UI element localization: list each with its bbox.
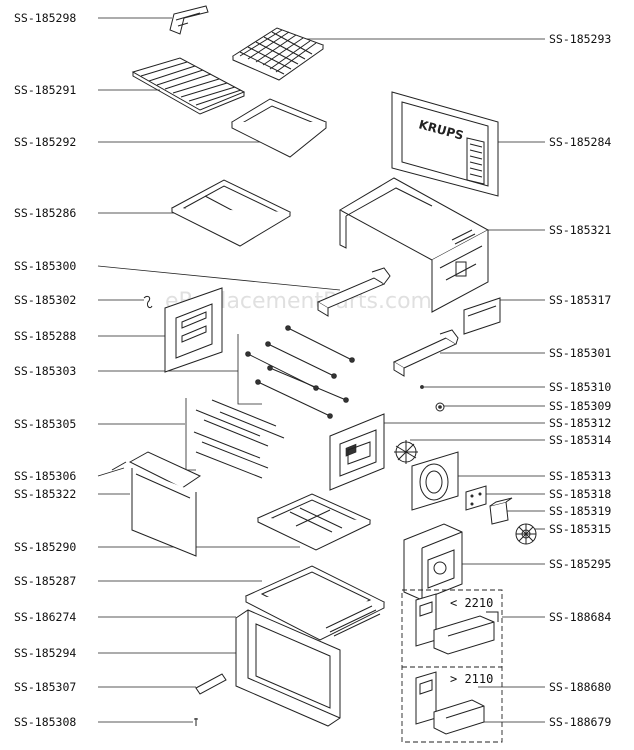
part-front-frame-185294 xyxy=(235,609,341,727)
part-label[interactable]: SS-185288 xyxy=(14,329,76,343)
part-wire-rack-185291 xyxy=(131,57,246,115)
part-label[interactable]: SS-185305 xyxy=(14,417,76,431)
part-label[interactable]: SS-188684 xyxy=(549,610,611,624)
part-relay-185318 xyxy=(465,485,487,511)
part-tray-frame-185286 xyxy=(170,179,292,247)
variant-label-lt2210: < 2210 xyxy=(450,596,493,610)
part-label[interactable]: SS-185322 xyxy=(14,487,76,501)
part-clip-185302 xyxy=(143,295,153,309)
part-label[interactable]: SS-185303 xyxy=(14,364,76,378)
part-label[interactable]: SS-185318 xyxy=(549,487,611,501)
part-label[interactable]: SS-185310 xyxy=(549,380,611,394)
variant-label-gt2110: > 2110 xyxy=(450,672,493,686)
part-heating-rods-185303 xyxy=(237,325,355,419)
part-panel-185317 xyxy=(463,297,501,335)
part-nut-185309 xyxy=(435,402,445,412)
part-label[interactable]: SS-185302 xyxy=(14,293,76,307)
part-label[interactable]: SS-185319 xyxy=(549,504,611,518)
part-switch-185319 xyxy=(489,497,513,525)
left-labels: SS-185298 SS-185291 SS-185292 SS-185286 … xyxy=(14,11,76,729)
part-label[interactable]: SS-185301 xyxy=(549,346,611,360)
part-label[interactable]: SS-185300 xyxy=(14,259,76,273)
right-labels: SS-185293 SS-185284 SS-185321 SS-185317 … xyxy=(549,32,611,729)
part-label[interactable]: SS-185321 xyxy=(549,223,611,237)
part-label[interactable]: SS-185312 xyxy=(549,416,611,430)
part-glass-strips-185305 xyxy=(185,398,285,479)
part-grill-rack-185293 xyxy=(231,27,325,81)
part-label[interactable]: SS-185284 xyxy=(549,135,611,149)
part-baking-tray-185290 xyxy=(256,493,372,551)
part-drip-tray-185292 xyxy=(230,98,327,158)
part-screw-185308 xyxy=(194,718,198,726)
part-label[interactable]: SS-185307 xyxy=(14,680,76,694)
part-housing-185321 xyxy=(338,177,490,313)
part-label[interactable]: SS-185314 xyxy=(549,433,611,447)
part-bracket-185298 xyxy=(169,5,209,35)
part-label[interactable]: SS-185313 xyxy=(549,469,611,483)
part-label[interactable]: SS-185290 xyxy=(14,540,76,554)
part-back-panel-185284: KRUPS xyxy=(391,91,499,197)
part-label[interactable]: SS-185293 xyxy=(549,32,611,46)
part-gear-185315 xyxy=(515,523,537,545)
part-label[interactable]: SS-185286 xyxy=(14,206,76,220)
part-rail-185301 xyxy=(392,329,459,377)
part-label[interactable]: SS-185309 xyxy=(549,399,611,413)
part-label[interactable]: SS-185287 xyxy=(14,574,76,588)
part-label[interactable]: SS-185317 xyxy=(549,293,611,307)
variant-box: < 2210 > 2110 xyxy=(401,589,503,743)
part-motor-185313 xyxy=(411,451,459,511)
part-screw-185310 xyxy=(420,385,424,389)
part-label[interactable]: SS-188680 xyxy=(549,680,611,694)
leader-lines-left xyxy=(97,17,341,723)
part-label[interactable]: SS-185291 xyxy=(14,83,76,97)
part-label[interactable]: SS-185306 xyxy=(14,469,76,483)
part-label[interactable]: SS-185315 xyxy=(549,522,611,536)
part-door-185322 xyxy=(128,451,202,557)
part-label[interactable]: SS-188679 xyxy=(549,715,611,729)
part-rod-185307 xyxy=(195,673,227,695)
part-side-plate-185288 xyxy=(164,287,223,373)
part-label[interactable]: SS-186274 xyxy=(14,610,76,624)
part-pin-185306 xyxy=(111,461,127,471)
part-label[interactable]: SS-185308 xyxy=(14,715,76,729)
part-label[interactable]: SS-185292 xyxy=(14,135,76,149)
part-label[interactable]: SS-185294 xyxy=(14,646,76,660)
part-fan-185314 xyxy=(394,440,418,464)
part-label[interactable]: SS-185298 xyxy=(14,11,76,25)
part-control-board-185312 xyxy=(329,413,385,491)
part-bottom-panel-185287 xyxy=(244,565,386,641)
part-label[interactable]: SS-185295 xyxy=(549,557,611,571)
part-control-housing-185295 xyxy=(403,523,463,601)
leader-lines-right xyxy=(296,38,545,723)
part-rail-185300 xyxy=(316,267,391,317)
